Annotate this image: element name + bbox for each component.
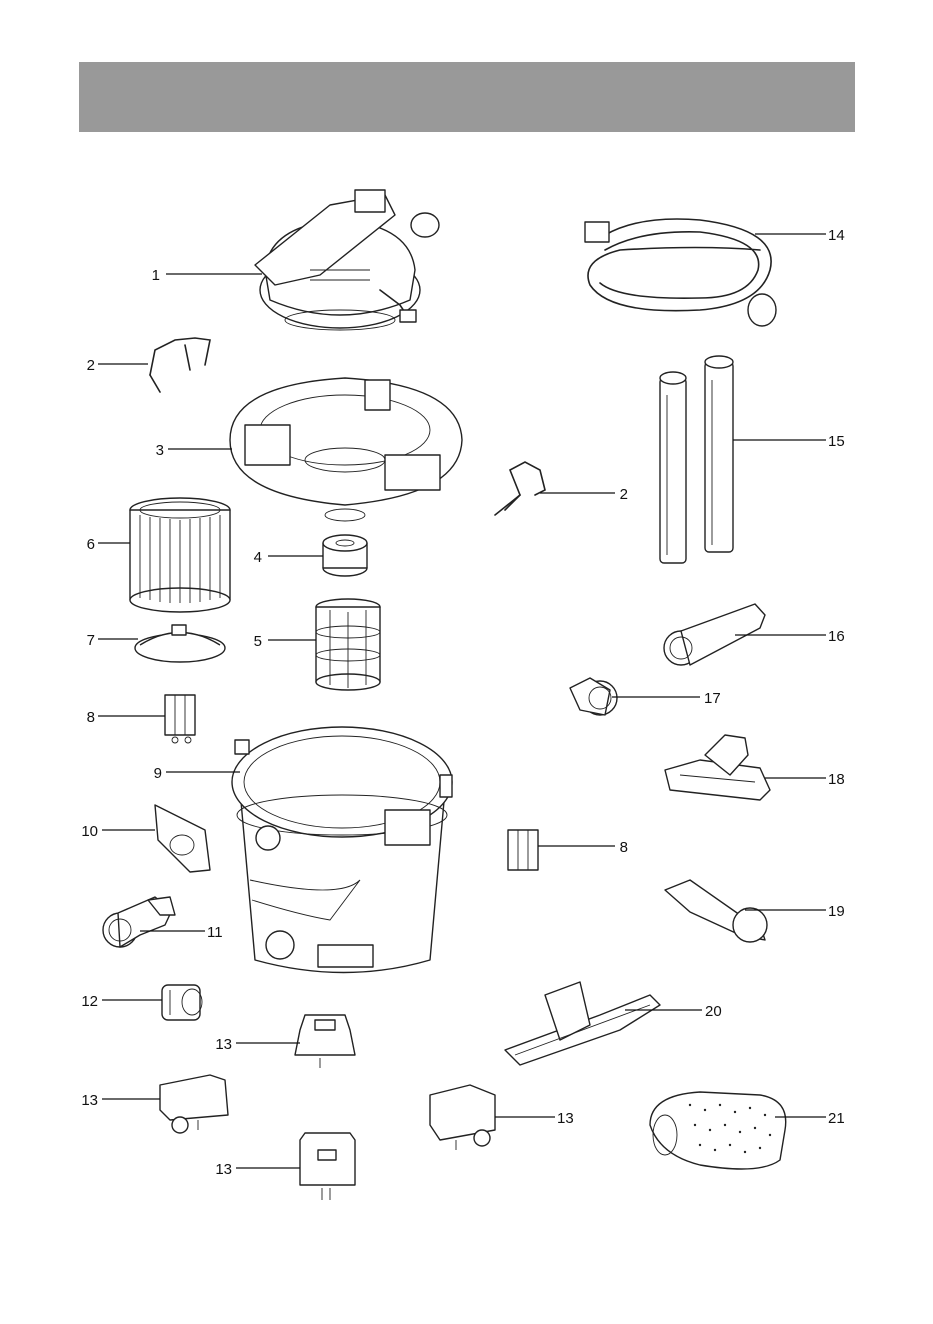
callout-16: 16 xyxy=(828,628,845,645)
callout-15: 15 xyxy=(828,433,845,450)
callout-19: 19 xyxy=(828,903,845,920)
callout-21: 21 xyxy=(828,1110,845,1127)
callout-9: 9 xyxy=(154,765,162,782)
part-caster-bottom xyxy=(300,1133,355,1200)
callout-2-left: 2 xyxy=(87,357,95,374)
part-caster-left xyxy=(160,1075,228,1133)
part-filter-lid xyxy=(135,625,225,662)
callout-1: 1 xyxy=(152,267,160,284)
callout-8-right: 8 xyxy=(620,839,628,856)
part-inlet-adapter xyxy=(155,805,210,872)
part-clip-right xyxy=(495,462,545,515)
callout-20: 20 xyxy=(705,1003,722,1020)
part-cartridge-filter xyxy=(130,498,230,612)
callout-6: 6 xyxy=(87,536,95,553)
part-caster-right xyxy=(430,1085,495,1150)
part-foam-sleeve xyxy=(323,535,367,576)
part-floor-nozzle xyxy=(665,735,770,800)
callout-8-left: 8 xyxy=(87,709,95,726)
callout-13-right: 13 xyxy=(557,1110,574,1127)
callout-11: 11 xyxy=(207,924,223,941)
part-float-cage xyxy=(316,599,380,690)
part-drain-cap xyxy=(162,985,202,1020)
part-hose xyxy=(585,219,776,326)
callout-18: 18 xyxy=(828,771,845,788)
part-squeegee xyxy=(505,982,660,1065)
callout-17: 17 xyxy=(704,690,721,707)
part-clip-left xyxy=(150,338,210,392)
callout-12: 12 xyxy=(81,993,98,1010)
part-caster-top xyxy=(295,1015,355,1068)
callout-4: 4 xyxy=(254,549,262,566)
part-claw-nozzle xyxy=(665,880,767,942)
part-lid-frame xyxy=(230,378,462,521)
callout-3: 3 xyxy=(156,442,164,459)
part-inlet-elbow xyxy=(103,897,175,947)
part-bracket-left xyxy=(165,695,195,743)
callout-13-left: 13 xyxy=(81,1092,98,1109)
part-drum xyxy=(232,727,452,973)
part-bracket-right xyxy=(508,830,538,870)
part-coupler xyxy=(570,678,617,715)
callout-7: 7 xyxy=(87,632,95,649)
callout-10: 10 xyxy=(81,823,98,840)
callout-5: 5 xyxy=(254,633,262,650)
callout-13-bottom: 13 xyxy=(215,1161,232,1178)
part-filter-bag xyxy=(650,1092,786,1169)
part-motor-head xyxy=(255,190,439,330)
callout-14: 14 xyxy=(828,227,845,244)
callout-13-top: 13 xyxy=(215,1036,232,1053)
callout-2-right: 2 xyxy=(620,486,628,503)
part-extension-wands xyxy=(660,356,733,563)
